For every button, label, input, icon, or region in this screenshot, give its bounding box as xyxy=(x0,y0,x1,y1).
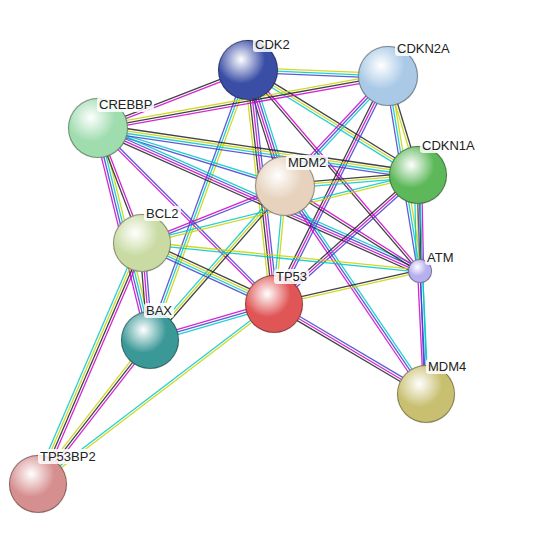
protein-label: MDM4 xyxy=(426,359,468,374)
evidence-line xyxy=(302,95,367,164)
evidence-line xyxy=(166,255,249,293)
protein-label: CDK2 xyxy=(253,37,292,52)
interaction-edge xyxy=(299,208,413,373)
protein-label: CDKN2A xyxy=(395,41,452,56)
evidence-line xyxy=(296,320,402,382)
interaction-edge xyxy=(125,129,392,175)
evidence-line xyxy=(275,214,281,277)
interaction-edge xyxy=(300,272,410,299)
interaction-edge xyxy=(275,214,283,277)
protein-label: CDKN1A xyxy=(420,138,477,153)
interaction-edge xyxy=(276,69,360,77)
evidence-line xyxy=(157,96,236,314)
protein-node: TP53BP2 xyxy=(9,455,67,513)
protein-label: MDM2 xyxy=(286,155,328,170)
interaction-edge xyxy=(418,281,427,367)
protein-label: BCL2 xyxy=(144,206,181,221)
protein-label: TP53 xyxy=(274,269,309,284)
evidence-line xyxy=(296,195,400,288)
evidence-line xyxy=(109,154,133,218)
evidence-line xyxy=(53,360,132,461)
protein-node: BCL2 xyxy=(113,214,171,272)
protein-node: CREBBP xyxy=(68,98,128,158)
interaction-edge xyxy=(296,316,404,383)
protein-label: TP53BP2 xyxy=(38,449,98,464)
interaction-edge xyxy=(107,154,134,218)
protein-node: BAX xyxy=(121,311,179,369)
evidence-line xyxy=(176,312,248,333)
protein-label: ATM xyxy=(425,250,455,265)
protein-node: CDK2 xyxy=(218,40,278,100)
interaction-edge xyxy=(418,202,426,367)
evidence-line xyxy=(107,155,131,219)
evidence-line xyxy=(298,316,404,378)
interaction-edge xyxy=(165,251,251,296)
protein-node: MDM4 xyxy=(397,365,455,423)
evidence-line xyxy=(418,281,422,367)
evidence-line xyxy=(55,361,134,462)
evidence-line xyxy=(294,193,398,286)
protein-node: MDM2 xyxy=(255,156,315,216)
evidence-line xyxy=(300,272,410,297)
evidence-line xyxy=(297,318,403,380)
evidence-line xyxy=(301,274,411,299)
evidence-line xyxy=(177,314,249,335)
evidence-line xyxy=(50,268,133,459)
evidence-line xyxy=(165,258,248,296)
protein-node: ATM xyxy=(408,259,432,283)
protein-label: BAX xyxy=(144,303,174,318)
evidence-line xyxy=(126,131,392,170)
evidence-line xyxy=(175,309,247,330)
evidence-line xyxy=(45,266,128,457)
evidence-line xyxy=(126,133,392,172)
evidence-line xyxy=(415,202,416,261)
protein-node: TP53 xyxy=(245,275,303,333)
interaction-edge xyxy=(395,102,411,149)
protein-node: CDKN1A xyxy=(389,146,447,204)
evidence-line xyxy=(168,251,251,289)
evidence-line xyxy=(167,253,250,291)
interaction-edge xyxy=(169,245,410,272)
interaction-edge xyxy=(45,266,134,460)
evidence-line xyxy=(169,245,410,269)
protein-label: CREBBP xyxy=(97,97,154,112)
interaction-edge xyxy=(313,175,392,186)
evidence-line xyxy=(276,74,360,78)
evidence-line xyxy=(169,247,410,271)
evidence-line xyxy=(48,267,131,458)
evidence-line xyxy=(125,136,391,175)
protein-node: CDKN2A xyxy=(358,46,418,106)
evidence-line xyxy=(52,269,135,460)
